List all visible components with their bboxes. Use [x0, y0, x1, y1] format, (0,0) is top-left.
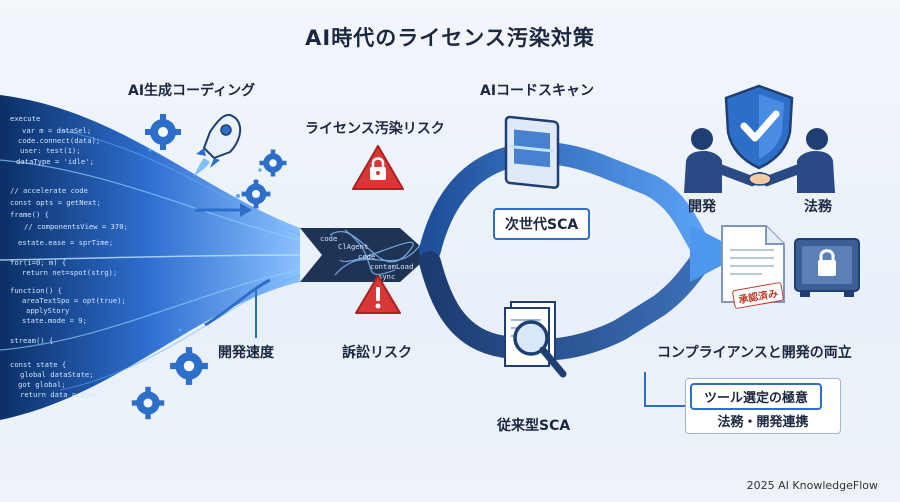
development-label: 開発	[688, 199, 716, 215]
litigation-risk-label: 訴訟リスク	[342, 345, 412, 361]
warning-icon	[355, 275, 401, 314]
ai-coding-label: AI生成コーディング	[128, 83, 256, 99]
dev-speed-connector	[255, 290, 257, 338]
next-gen-sca-pill: 次世代SCA	[493, 208, 591, 240]
code-text-left: execute var m = dataSel; code.connect(da…	[10, 114, 128, 399]
compliance-balance-label: コンプライアンスと開発の両立	[657, 345, 852, 361]
contamination-risk-label: ライセンス汚染リスク	[305, 121, 445, 137]
warning-lock-icon	[352, 145, 404, 190]
safe-lock-icon	[794, 238, 860, 297]
legal-label: 法務	[804, 199, 832, 215]
scanner-icon	[504, 115, 560, 189]
gear-icon	[259, 149, 287, 177]
tool-selection-pill: ツール選定の極意	[690, 383, 823, 410]
dev-speed-label: 開発速度	[218, 345, 274, 361]
gear-icon	[145, 114, 181, 150]
footer-credit: 2025 AI KnowledgeFlow	[746, 479, 878, 492]
gear-icon	[131, 386, 165, 420]
gear-icon	[241, 179, 271, 209]
compliance-panel: ツール選定の極意 法務・開発連携	[685, 378, 841, 434]
code-text-tangle: code ClAgent code contamLoad sync	[320, 234, 414, 281]
handshake-icon	[684, 128, 835, 193]
shield-check-icon	[724, 84, 794, 170]
merge-arrowhead	[690, 225, 745, 282]
legacy-sca-label: 従来型SCA	[497, 418, 571, 434]
ai-code-scan-label: AIコードスキャン	[480, 83, 595, 99]
tangle-arrow	[300, 228, 430, 282]
legal-dev-collab-label: 法務・開発連携	[717, 415, 809, 430]
magnifier-document-icon	[504, 301, 567, 378]
gear-icon	[170, 347, 208, 385]
page-title: AI時代のライセンス汚染対策	[305, 26, 595, 50]
rocket-icon	[194, 113, 242, 176]
